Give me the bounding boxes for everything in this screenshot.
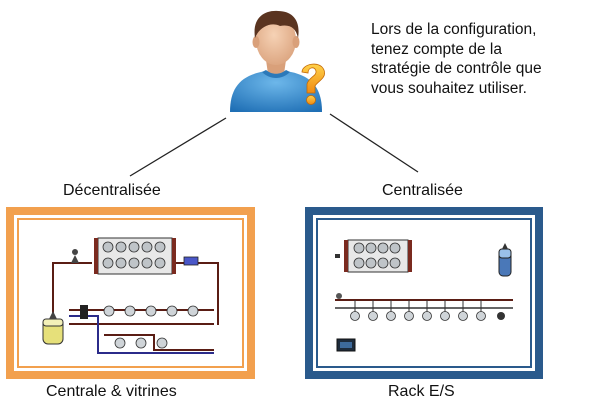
note-line: vous souhaitez utiliser. bbox=[371, 79, 527, 97]
central-rack-diagram bbox=[335, 239, 513, 352]
caption-right-panel: Rack E/S bbox=[388, 383, 455, 400]
caption-left-panel: Centrale & vitrines bbox=[46, 383, 177, 400]
centralized-schematic-panel bbox=[305, 207, 543, 379]
heading-centralized: Centralisée bbox=[382, 182, 463, 199]
note-line: Lors de la configuration, bbox=[371, 21, 537, 38]
strategy-note: Lors de la configuration, tenez compte d… bbox=[371, 20, 596, 98]
heading-decentralized: Décentralisée bbox=[63, 182, 161, 199]
decentralized-schematic-panel bbox=[6, 207, 255, 379]
note-line: tenez compte de la bbox=[371, 40, 502, 58]
note-line: stratégie de contrôle que bbox=[371, 60, 542, 77]
user-question-icon bbox=[230, 10, 325, 112]
distributed-refrigeration-diagram bbox=[42, 237, 219, 354]
